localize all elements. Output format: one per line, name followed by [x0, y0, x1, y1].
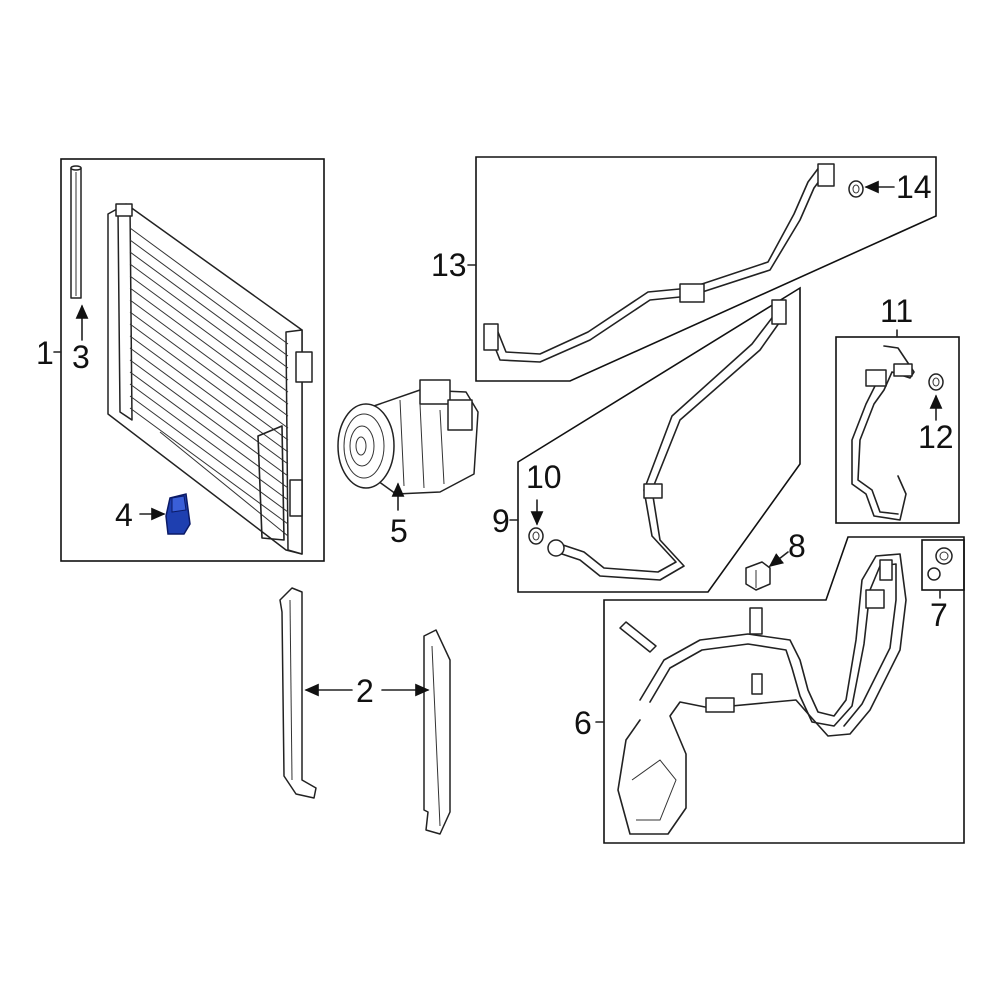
callout-4: 4 — [115, 497, 133, 533]
right-bracket-part — [423, 629, 451, 835]
callout-13: 13 — [431, 247, 467, 283]
callout-12: 12 — [918, 419, 954, 455]
valve-cap-8 — [745, 561, 771, 591]
o-ring-14 — [848, 180, 864, 198]
hose-assembly-6-group-box — [603, 536, 965, 844]
hose-assembly-part — [617, 553, 907, 835]
hose-9-group-box — [517, 286, 801, 593]
callout-7: 7 — [930, 597, 948, 633]
callout-6: 6 — [574, 705, 592, 741]
drier-cartridge-highlight — [165, 493, 191, 535]
callout-14: 14 — [896, 169, 932, 205]
hose-13-group-box — [475, 156, 937, 382]
callout-10: 10 — [526, 459, 562, 495]
seal-rings-7 — [927, 547, 953, 581]
callout-3: 3 — [72, 339, 90, 375]
condenser-part — [107, 203, 313, 555]
condenser-group-box — [60, 158, 325, 562]
callout-9: 9 — [492, 503, 510, 539]
condenser-rod-part — [70, 165, 82, 299]
compressor-part — [337, 379, 479, 495]
o-ring-12 — [928, 373, 944, 391]
left-bracket-part — [279, 587, 317, 799]
callout-2: 2 — [356, 673, 374, 709]
liquid-line-part — [851, 345, 915, 521]
suction-hose-part — [547, 299, 787, 581]
discharge-hose-part — [483, 163, 835, 363]
o-ring-10 — [528, 527, 544, 545]
callout-11: 11 — [880, 293, 913, 329]
callout-5: 5 — [390, 513, 408, 549]
callout-1: 1 — [36, 335, 54, 371]
callout-8: 8 — [788, 528, 806, 564]
